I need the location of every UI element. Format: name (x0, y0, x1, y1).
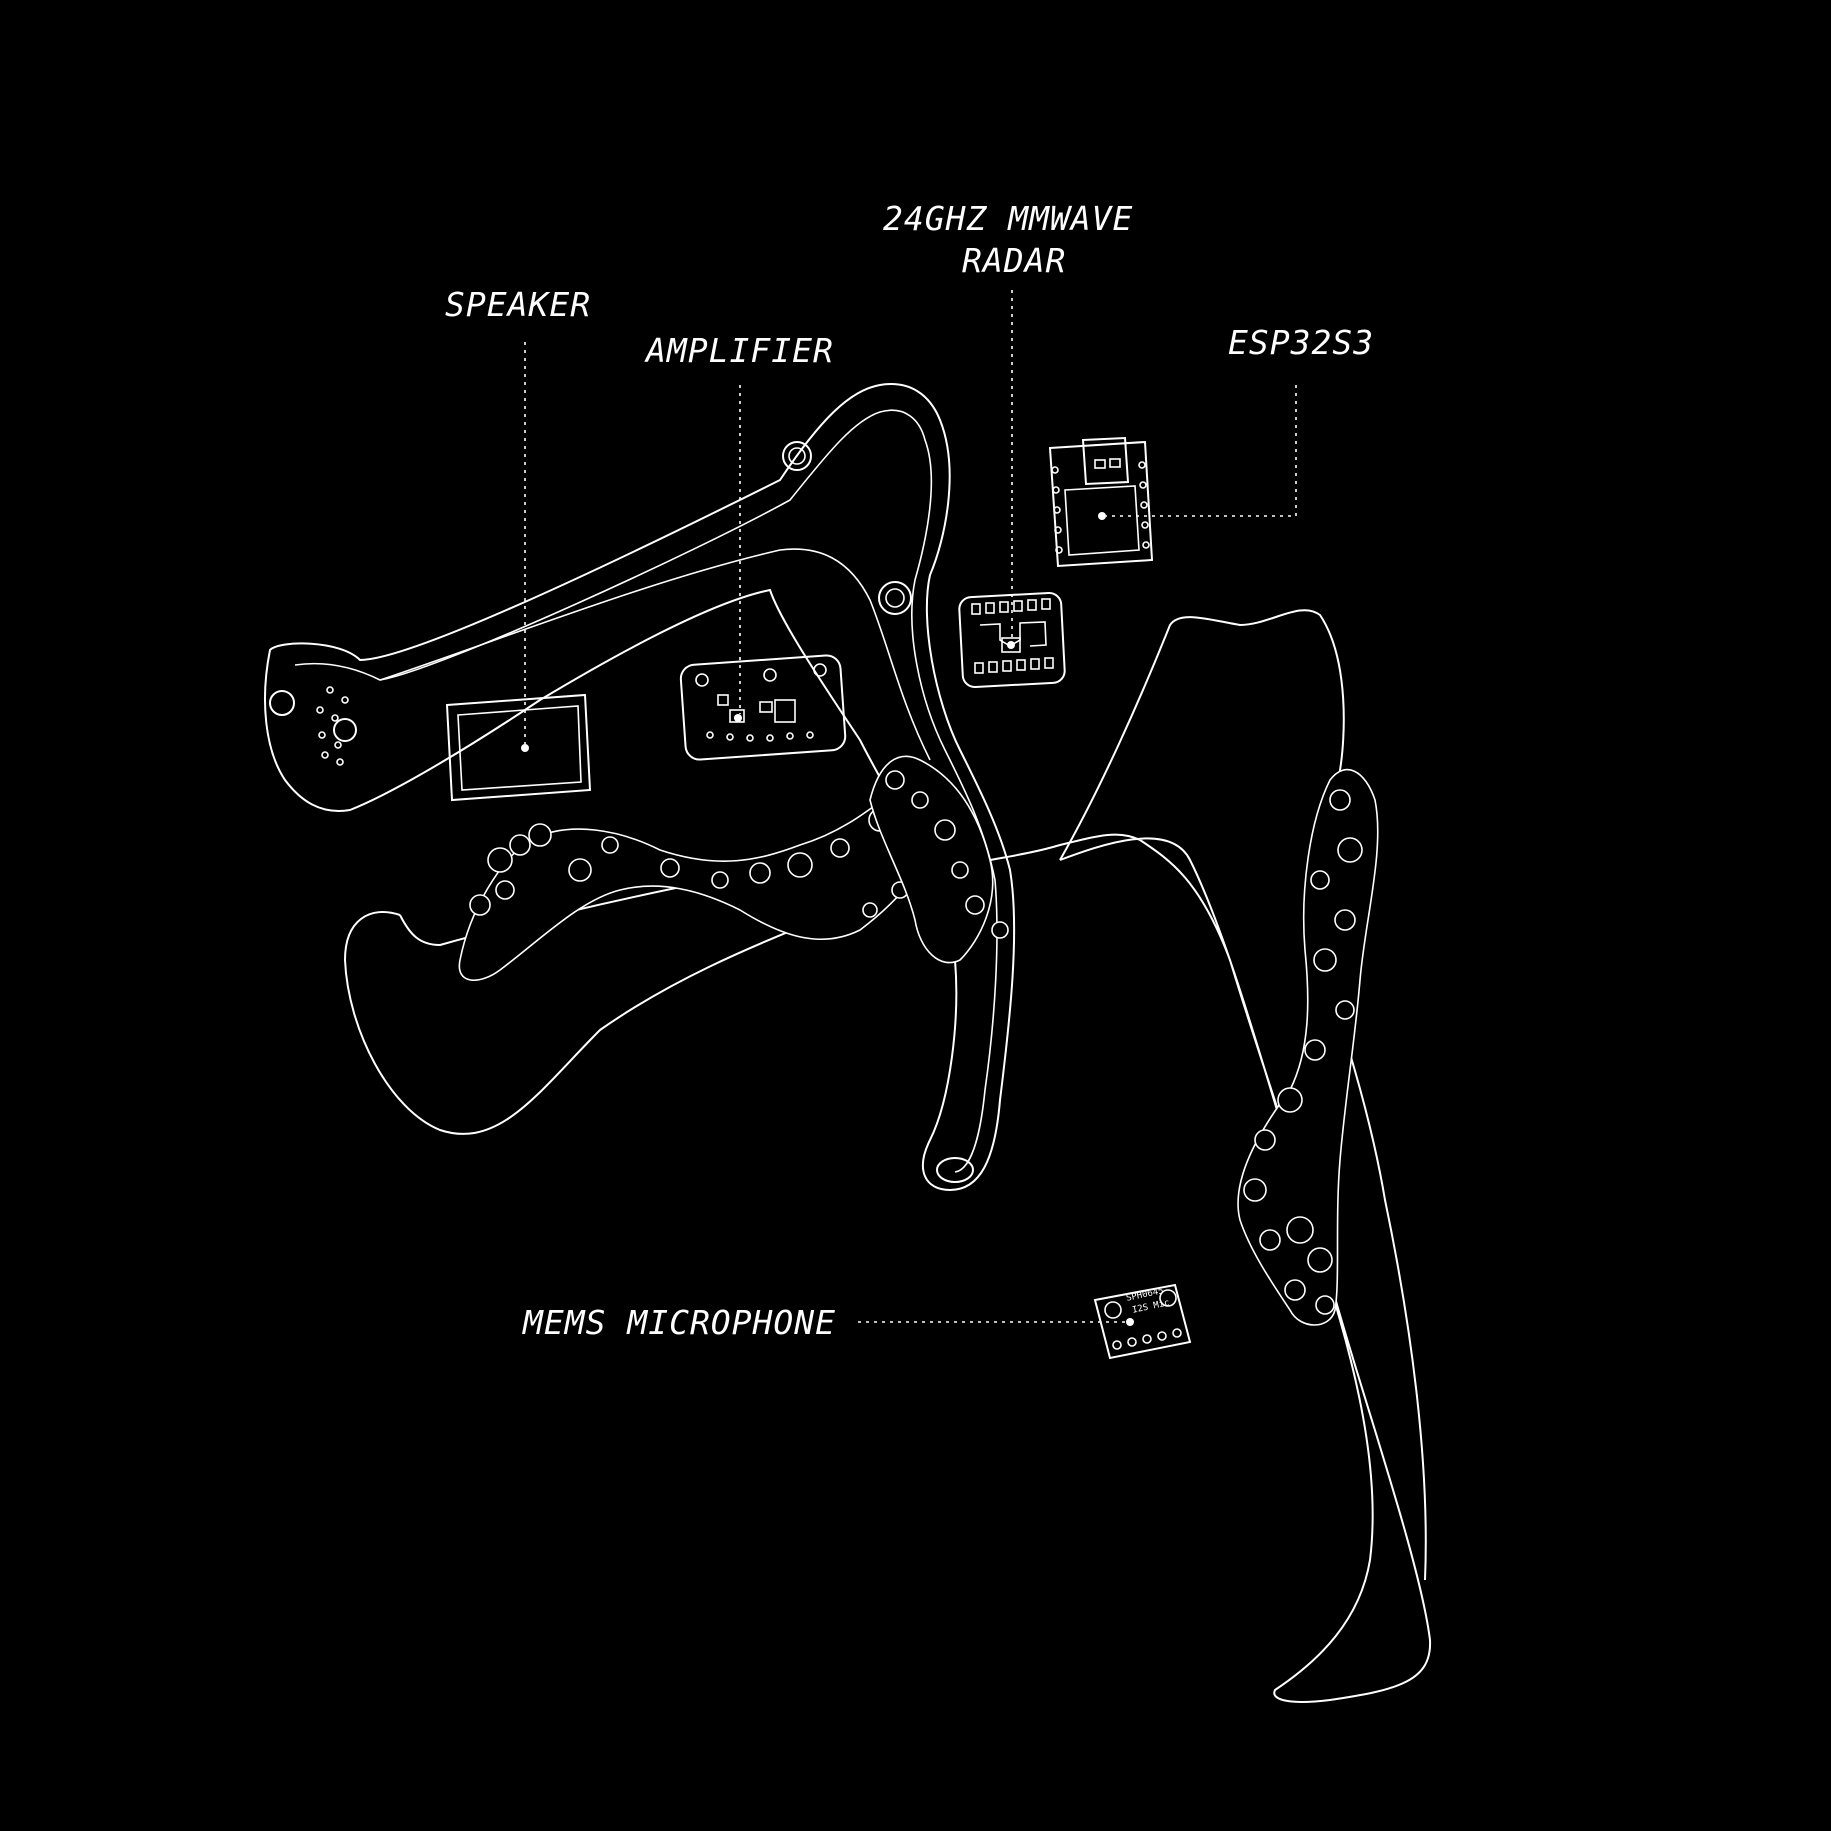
esp32s3-board (1048, 436, 1154, 568)
radar-board (958, 592, 1066, 688)
esp-leader-line (1106, 385, 1297, 517)
front-frame-inset (379, 548, 931, 761)
amplifier-label: AMPLIFIER (646, 331, 834, 370)
organic-growth-center (869, 755, 1009, 964)
speaker-module (445, 693, 592, 802)
esp32s3-label: ESP32S3 (1228, 323, 1375, 362)
radar-label-line2: RADAR (962, 241, 1067, 280)
frame-screw-hole-1-inner (788, 447, 806, 465)
organic-growth-right (1237, 768, 1379, 1326)
amplifier-board (679, 654, 847, 761)
front-frame-outer (264, 383, 1016, 1192)
frame-end-hole (936, 1157, 974, 1183)
speaker-label: SPEAKER (445, 285, 592, 324)
mems-microphone-board (1093, 1283, 1192, 1360)
right-arm-outline (1059, 609, 1427, 1581)
frame-screw-hole-2 (878, 581, 912, 615)
mems-microphone-label: MEMS MICROPHONE (523, 1303, 837, 1342)
radar-label-line1: 24GHZ MMWAVE (883, 199, 1134, 238)
frame-screw-hole-4 (333, 718, 357, 742)
speaker-grille (316, 686, 349, 766)
frame-screw-hole-1 (782, 441, 812, 471)
frame-screw-hole-2-inner (885, 588, 905, 608)
front-frame-inner (294, 409, 998, 1173)
frame-screw-hole-3 (269, 690, 295, 716)
